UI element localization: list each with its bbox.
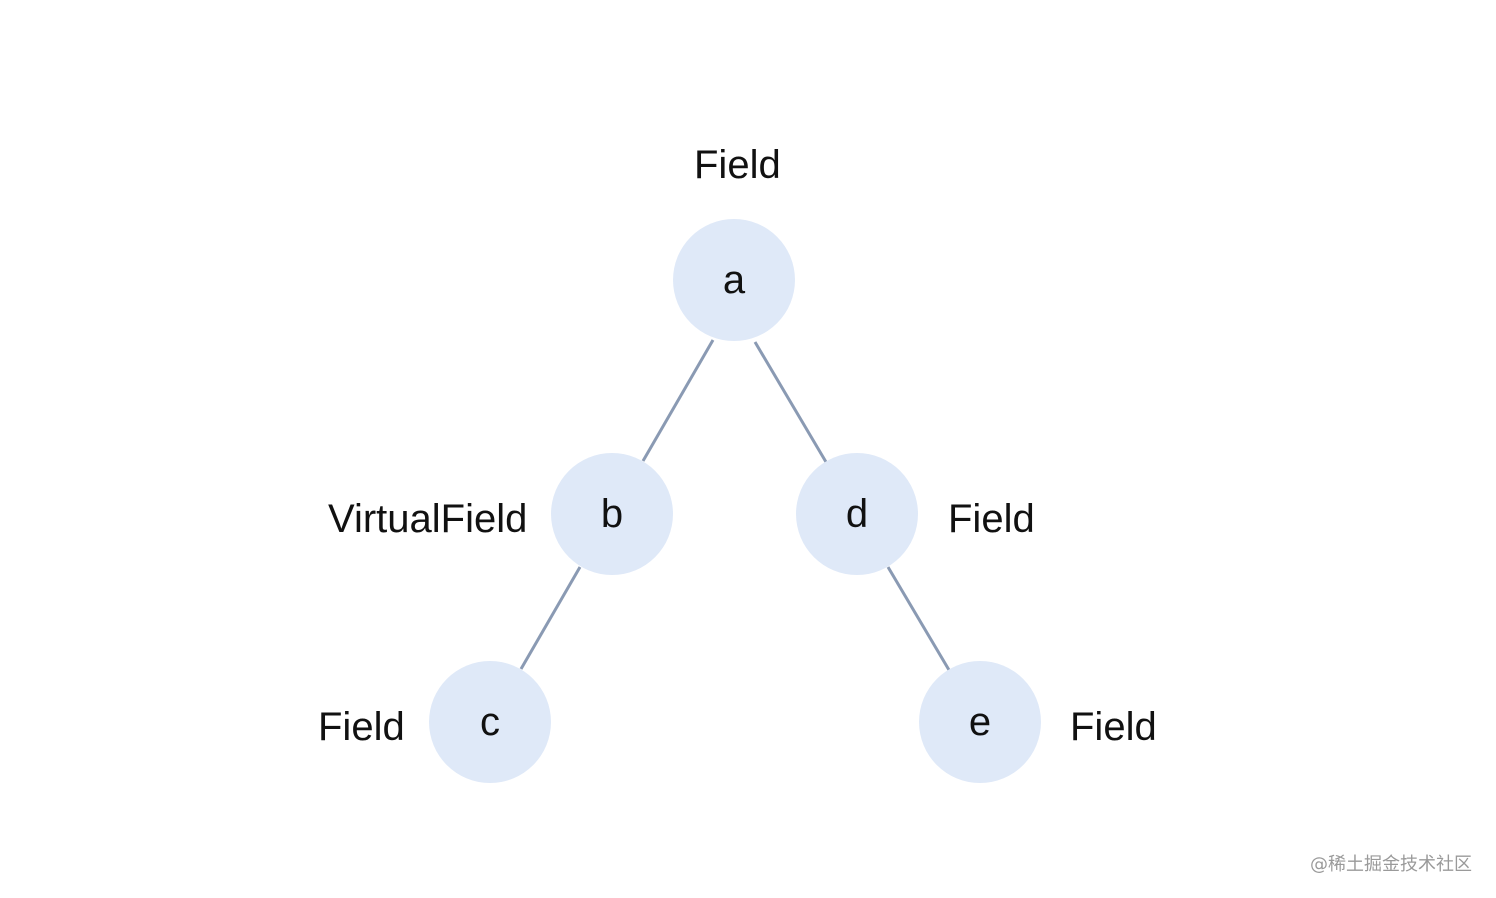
edge-a-d	[753, 341, 828, 463]
node-a-label: a	[722, 258, 746, 302]
node-d: d	[796, 453, 918, 575]
node-e-label: e	[968, 700, 992, 744]
node-d-label: d	[845, 492, 869, 536]
type-label-a: Field	[694, 143, 781, 187]
node-b: b	[551, 453, 673, 575]
node-e: e	[919, 661, 1041, 783]
node-c-label: c	[480, 700, 500, 744]
edge-d-e	[886, 566, 951, 671]
type-label-e: Field	[1070, 705, 1157, 749]
watermark-text: @稀土掘金技术社区	[1310, 854, 1472, 875]
type-label-d: Field	[948, 497, 1035, 541]
edge-a-b	[641, 339, 715, 462]
type-label-b: VirtualField	[328, 497, 528, 541]
node-a: a	[673, 219, 795, 341]
node-b-label: b	[600, 492, 624, 536]
type-label-c: Field	[318, 705, 405, 749]
edge-b-c	[519, 566, 582, 670]
node-c: c	[429, 661, 551, 783]
